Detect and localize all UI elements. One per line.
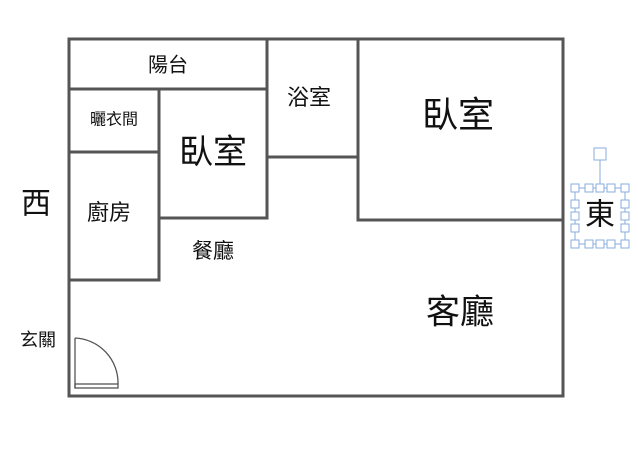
west-label: 西 <box>21 187 51 222</box>
dining-label: 餐廳 <box>192 239 234 263</box>
walls <box>67 37 565 398</box>
resize-handle-b2[interactable] <box>606 239 616 249</box>
resize-handle-br[interactable] <box>620 239 630 249</box>
kitchen-label: 廚房 <box>87 201 131 226</box>
resize-handle-tl[interactable] <box>570 183 580 193</box>
resize-handle-r1[interactable] <box>620 199 630 209</box>
resize-handle-mr[interactable] <box>620 211 630 221</box>
resize-handle-r2[interactable] <box>620 223 630 233</box>
bathroom-label: 浴室 <box>287 86 331 111</box>
living-label: 客廳 <box>426 293 494 333</box>
resize-handle-t2[interactable] <box>606 183 616 193</box>
bedroom-large-label: 臥室 <box>422 95 494 136</box>
door-leaf <box>74 383 119 389</box>
compass-labels: 西 東 <box>21 187 615 233</box>
resize-handle-ml[interactable] <box>570 211 580 221</box>
door-swing-arc <box>74 337 119 385</box>
rotate-handle[interactable] <box>593 147 607 161</box>
resize-handle-tm[interactable] <box>595 183 605 193</box>
closet-label: 曬衣間 <box>90 110 138 129</box>
resize-handle-tr[interactable] <box>620 183 630 193</box>
room-labels: 陽台 曬衣間 臥室 浴室 臥室 廚房 餐廳 客廳 玄關 <box>20 53 494 352</box>
east-label[interactable]: 東 <box>585 198 615 233</box>
resize-handle-l2[interactable] <box>570 223 580 233</box>
resize-handle-bm[interactable] <box>595 239 605 249</box>
resize-handle-t1[interactable] <box>584 183 594 193</box>
outer-wall <box>67 37 565 398</box>
resize-handle-l1[interactable] <box>570 199 580 209</box>
selection-handles[interactable] <box>570 147 630 249</box>
entrance-label: 玄關 <box>20 330 56 351</box>
bedroom-small-label: 臥室 <box>179 133 247 173</box>
entrance-door[interactable] <box>74 337 119 389</box>
balcony-label: 陽台 <box>148 53 188 77</box>
resize-handle-b1[interactable] <box>584 239 594 249</box>
resize-handle-bl[interactable] <box>570 239 580 249</box>
